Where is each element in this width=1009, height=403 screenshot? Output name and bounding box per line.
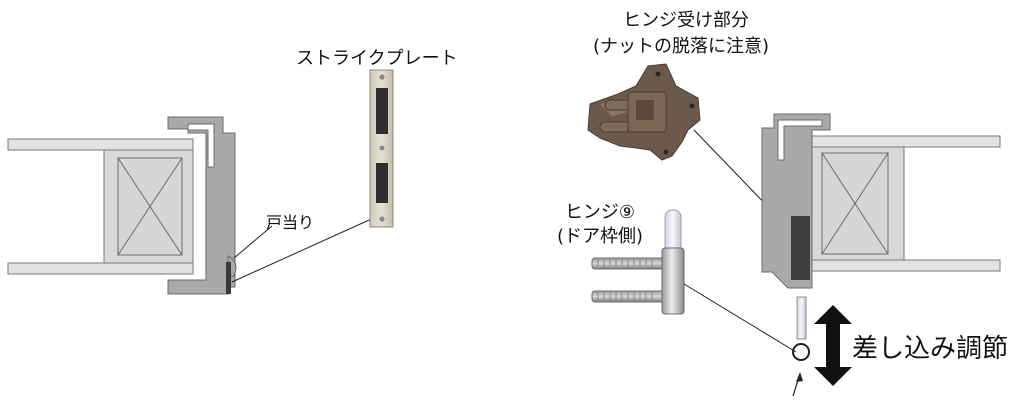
right-bottom-rail: [811, 259, 1001, 272]
left-panel-diagonal: [117, 157, 183, 256]
door-stop-leader: [233, 225, 273, 259]
hinge-ring-marker: [792, 343, 810, 361]
strike-plate: [369, 69, 394, 228]
hinge-barrel: [661, 247, 685, 315]
right-hinge-pin: [796, 296, 807, 340]
strike-plate-leader: [231, 215, 379, 283]
left-door-assembly: [7, 116, 379, 295]
hinge-receiver-label-line1: ヒンジ受け部分: [623, 10, 749, 31]
left-bottom-rail: [7, 262, 194, 275]
strike-plate-screw: [379, 145, 385, 151]
hinge-leader: [683, 283, 797, 353]
strike-plate-screw: [379, 216, 385, 222]
door-stop-label: 戸当り: [266, 213, 315, 232]
adjustment-double-arrow: [814, 305, 852, 386]
hinge-bolt: [591, 290, 669, 303]
right-panel-diagonal: [821, 152, 889, 255]
right-door-assembly: [761, 113, 1001, 397]
hinge-receiver-label-line2: (ナットの脱落に注意): [592, 36, 770, 57]
left-top-rail: [7, 138, 194, 151]
left-frame-channel: [187, 123, 215, 168]
insert-adjust-label: 差し込み調節: [852, 334, 1009, 364]
strike-plate-label: ストライクプレート: [296, 48, 458, 69]
hinge-receiver: [587, 63, 801, 241]
strike-plate-upper-slot: [376, 88, 388, 134]
hinge-pin: [664, 209, 682, 255]
hinge-bolt: [591, 257, 669, 270]
left-strike-position: [226, 262, 231, 294]
right-hinge-receiver-slot: [791, 216, 810, 280]
strike-plate-screw: [379, 74, 385, 80]
ring-pointer-arrowhead: [796, 372, 803, 382]
hinge-label-line1: ヒンジ⑨: [564, 202, 636, 223]
hinge-pin-assembly: [591, 209, 797, 353]
strike-plate-lower-slot: [376, 163, 388, 203]
right-frame-channel: [777, 119, 823, 161]
right-top-rail: [811, 135, 1001, 148]
hinge-label-line2: (ドア枠側): [556, 226, 644, 247]
